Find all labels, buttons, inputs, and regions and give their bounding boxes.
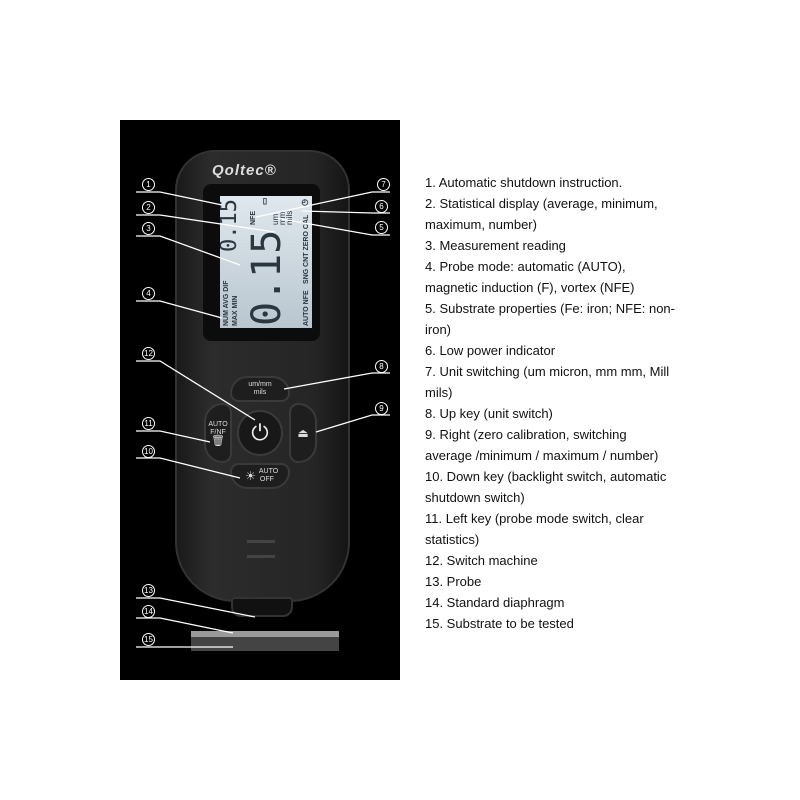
callout-8: 8 — [375, 360, 388, 373]
callout-line-10 — [136, 457, 241, 479]
callout-line-3 — [136, 235, 241, 266]
probe — [231, 597, 293, 617]
legend-item: 14. Standard diaphragm — [425, 595, 565, 610]
backlight-icon: ☀ — [245, 469, 256, 483]
zero-calibration-icon: ⏏ — [297, 426, 309, 440]
speaker-grille — [247, 540, 275, 558]
callout-line-11 — [136, 430, 211, 443]
callout-3: 3 — [142, 222, 155, 235]
legend-item: 5. Substrate properties (Fe: iron; NFE: … — [425, 301, 675, 337]
callout-10: 10 — [142, 445, 155, 458]
power-button[interactable]: ⏻ — [237, 410, 283, 456]
legend-item: 9. Right (zero calibration, switching av… — [425, 427, 659, 463]
callout-line-13 — [136, 597, 256, 618]
legend-item: 12. Switch machine — [425, 553, 538, 568]
standard-diaphragm — [191, 631, 339, 637]
callout-line-5 — [275, 217, 390, 236]
callout-2: 2 — [142, 201, 155, 214]
callout-4: 4 — [142, 287, 155, 300]
legend-item: 11. Left key (probe mode switch, clear s… — [425, 511, 644, 547]
callout-7: 7 — [377, 178, 390, 191]
callout-13: 13 — [142, 584, 155, 597]
brand-logo: Qoltec® — [212, 162, 277, 179]
down-key[interactable]: ☀AUTO OFF — [230, 463, 290, 489]
legend-item: 7. Unit switching (um micron, mm mm, Mil… — [425, 364, 670, 400]
legend-item: 3. Measurement reading — [425, 238, 566, 253]
legend-item: 10. Down key (backlight switch, automati… — [425, 469, 667, 505]
callout-12: 12 — [142, 347, 155, 360]
callout-line-4 — [136, 300, 223, 319]
legend-item: 13. Probe — [425, 574, 482, 589]
legend-item: 8. Up key (unit switch) — [425, 406, 553, 421]
right-key[interactable]: ⏏ — [289, 403, 317, 463]
callout-line-14 — [136, 617, 234, 634]
callout-6: 6 — [375, 200, 388, 213]
legend-item: 1. Automatic shutdown instruction. — [425, 175, 623, 190]
legend-item: 15. Substrate to be tested — [425, 616, 574, 631]
callout-line-9 — [315, 414, 390, 433]
callout-line-1 — [136, 191, 223, 206]
callout-14: 14 — [142, 605, 155, 618]
callout-1: 1 — [142, 178, 155, 191]
callout-line-8 — [283, 372, 390, 390]
callout-9: 9 — [375, 402, 388, 415]
legend-list: 1. Automatic shutdown instruction. 2. St… — [425, 172, 675, 634]
callout-11: 11 — [142, 417, 155, 430]
callout-line-6 — [301, 210, 390, 214]
callout-line-7 — [255, 191, 390, 218]
up-key[interactable]: um/mm mils — [230, 376, 290, 402]
callout-5: 5 — [375, 221, 388, 234]
callout-line-12 — [136, 360, 256, 421]
callout-line-2 — [136, 214, 276, 233]
left-key[interactable]: AUTO F/NF🗑 — [204, 403, 232, 463]
legend-item: 6. Low power indicator — [425, 343, 556, 358]
trash-icon: 🗑 — [211, 435, 225, 447]
callout-15: 15 — [142, 633, 155, 646]
legend-item: 2. Statistical display (average, minimum… — [425, 196, 658, 232]
legend-item: 4. Probe mode: automatic (AUTO), magneti… — [425, 259, 635, 295]
